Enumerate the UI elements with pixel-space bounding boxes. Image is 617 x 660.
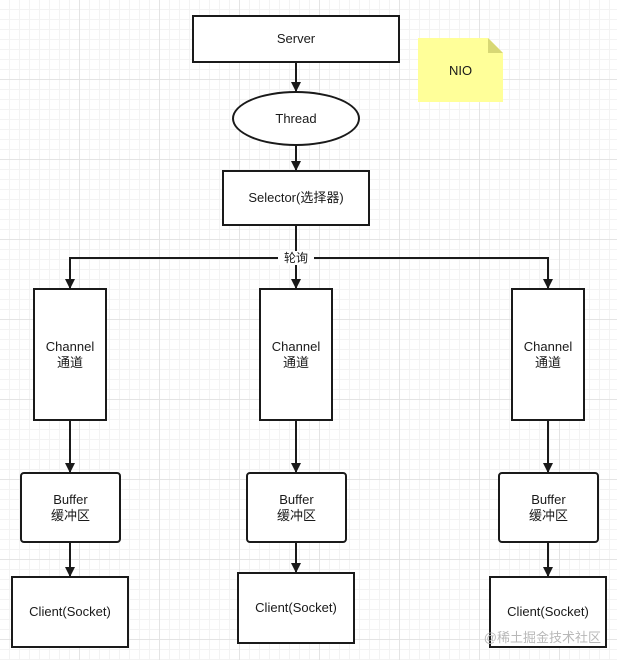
thread-node[interactable]: Thread	[232, 91, 360, 146]
channel-label: Channel 通道	[45, 338, 95, 370]
client-label: Client(Socket)	[507, 604, 589, 619]
client-node-middle[interactable]: Client(Socket)	[237, 572, 355, 644]
polling-label: 轮询	[278, 251, 314, 265]
server-label: Server	[276, 31, 316, 46]
thread-label: Thread	[275, 110, 317, 126]
client-node-left[interactable]: Client(Socket)	[11, 576, 129, 648]
arrow-selector-channel-right	[296, 257, 553, 289]
buffer-node-right[interactable]: Buffer 缓冲区	[498, 472, 599, 543]
watermark: @稀土掘金技术社区	[483, 630, 601, 645]
buffer-label: Buffer 缓冲区	[528, 491, 568, 523]
selector-node[interactable]: Selector(选择器)	[222, 170, 370, 226]
nio-note-label: NIO	[448, 62, 473, 78]
channel-label: Channel 通道	[271, 338, 321, 370]
server-node[interactable]: Server	[192, 15, 400, 63]
buffer-label: Buffer 缓冲区	[50, 491, 90, 523]
buffer-node-middle[interactable]: Buffer 缓冲区	[246, 472, 347, 543]
client-label: Client(Socket)	[255, 600, 337, 615]
buffer-node-left[interactable]: Buffer 缓冲区	[20, 472, 121, 543]
arrow-selector-channel-left	[65, 257, 296, 289]
selector-label: Selector(选择器)	[248, 190, 344, 205]
channel-node-middle[interactable]: Channel 通道	[259, 288, 333, 421]
client-node-right[interactable]: Client(Socket)	[489, 576, 607, 648]
client-label: Client(Socket)	[29, 604, 111, 619]
channel-node-right[interactable]: Channel 通道	[511, 288, 585, 421]
buffer-label: Buffer 缓冲区	[276, 491, 316, 523]
channel-label: Channel 通道	[523, 338, 573, 370]
channel-node-left[interactable]: Channel 通道	[33, 288, 107, 421]
